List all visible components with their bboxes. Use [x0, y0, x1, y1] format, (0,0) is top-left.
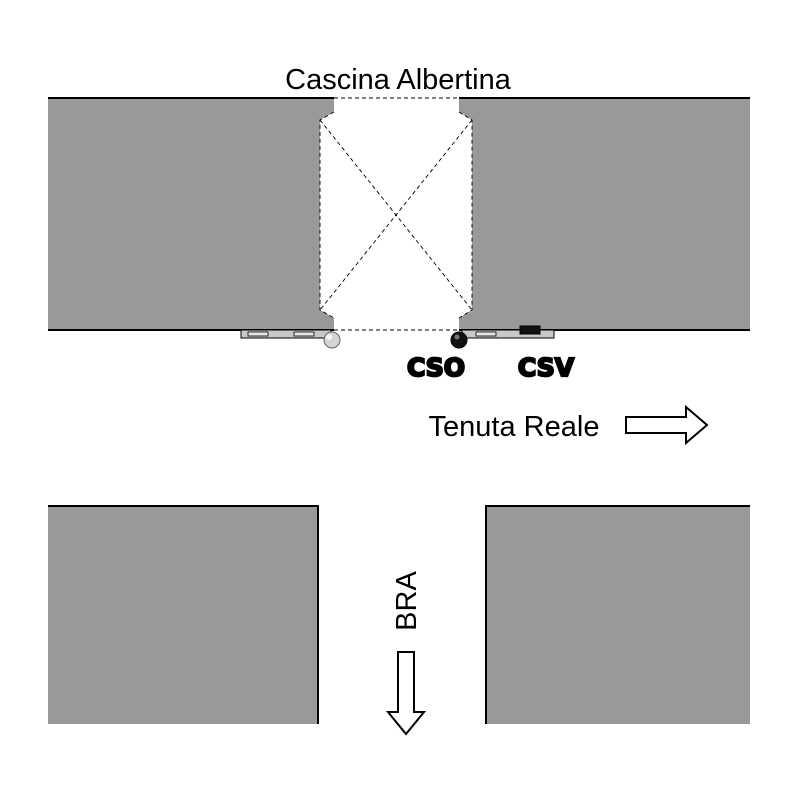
gate-post-closed-icon — [450, 331, 468, 349]
arrow-right-outline-icon — [625, 404, 709, 446]
gate-zone-outline — [319, 97, 473, 331]
left-track-slot-1 — [247, 331, 269, 337]
bottom-left-block-fill — [48, 506, 318, 724]
top-right-block-fill — [459, 98, 750, 330]
gate-zone-diagonal-2 — [319, 119, 473, 311]
bottom-right-block-edge — [485, 505, 750, 724]
top-left-block — [48, 97, 334, 331]
bottom-right-block — [485, 505, 750, 724]
top-left-block-fill — [48, 98, 334, 330]
label-cso: CSO — [407, 353, 465, 382]
csv-sensor-marker — [519, 325, 541, 335]
bottom-right-block-fill — [486, 506, 750, 724]
label-csv: CSV — [518, 353, 575, 382]
gate-zone — [319, 97, 473, 331]
top-right-block — [459, 97, 750, 331]
bottom-left-block — [48, 505, 319, 724]
left-track-slot-2 — [293, 331, 315, 337]
gate-post-open-icon — [323, 331, 341, 349]
arrow-down-outline-icon — [385, 651, 427, 736]
right-track-slot-1 — [475, 331, 497, 337]
bottom-left-block-edge — [48, 505, 319, 724]
left-gate-track — [240, 329, 332, 339]
label-bra: BRA — [391, 571, 423, 631]
label-tenuta-reale: Tenuta Reale — [429, 411, 600, 443]
label-cascina-albertina: Cascina Albertina — [285, 64, 512, 96]
